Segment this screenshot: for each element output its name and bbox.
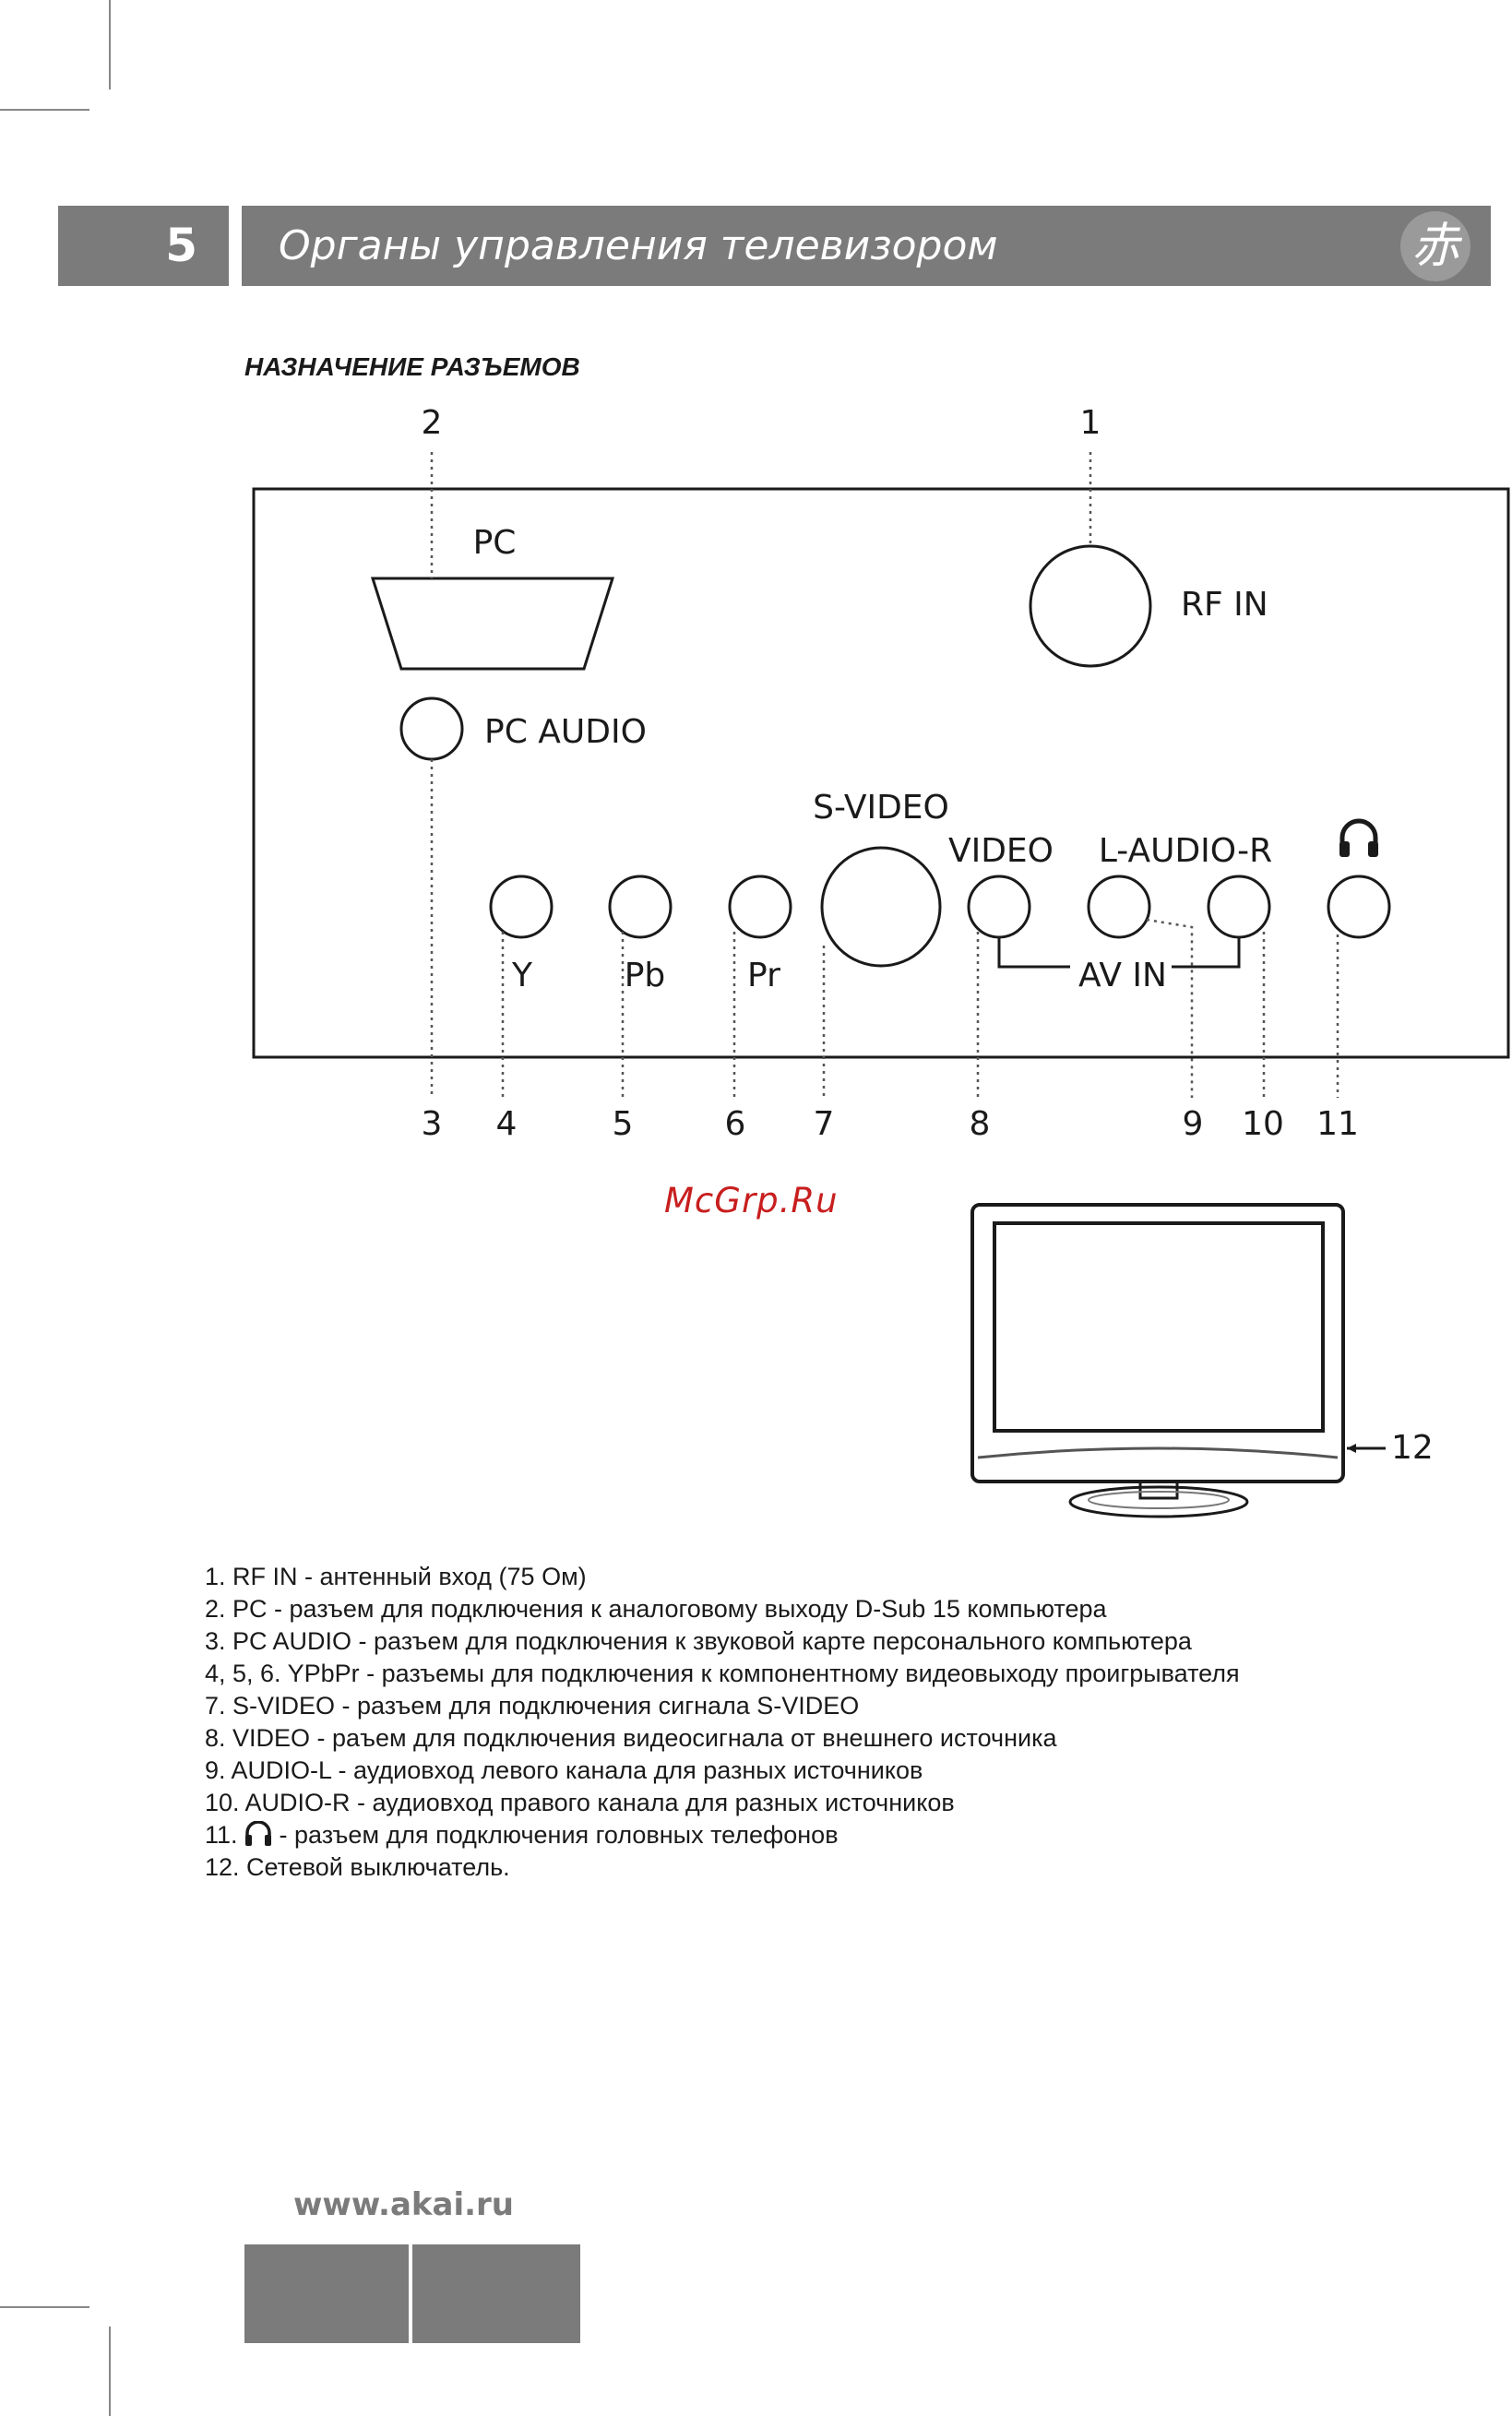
av-in-label: AV IN bbox=[1078, 957, 1167, 994]
headphone-port bbox=[1327, 875, 1391, 939]
tv-stand bbox=[1068, 1485, 1249, 1518]
tv-screen bbox=[993, 1221, 1325, 1433]
rf-in-port bbox=[1029, 544, 1152, 668]
y-label: Y bbox=[511, 957, 533, 994]
pc-audio-port bbox=[399, 696, 464, 761]
callout-7: 7 bbox=[814, 1105, 835, 1143]
l-audio-r-label: L-AUDIO-R bbox=[1099, 832, 1272, 870]
page-title: Органы управления телевизором bbox=[279, 222, 998, 269]
tv-frame bbox=[970, 1203, 1345, 1483]
callout-12: 12 bbox=[1391, 1429, 1434, 1467]
website-link[interactable]: www.akai.ru bbox=[293, 2186, 515, 2223]
legend-item-11-prefix: 11. bbox=[205, 1821, 238, 1849]
av-in-bracket-left bbox=[997, 937, 1070, 969]
audio-r-port bbox=[1207, 875, 1271, 939]
crop-mark bbox=[109, 0, 111, 89]
callout-8: 8 bbox=[970, 1105, 991, 1143]
legend-item: 3. PC AUDIO - разъем для подключения к з… bbox=[205, 1627, 1192, 1655]
footer-block bbox=[244, 2244, 409, 2343]
section-title: НАЗНАЧЕНИЕ РАЗЪЕМОВ bbox=[244, 352, 580, 381]
pr-port bbox=[728, 875, 792, 939]
page-number: 5 bbox=[58, 206, 229, 286]
pb-label: Pb bbox=[625, 957, 666, 994]
headphone-icon bbox=[1339, 818, 1378, 857]
callout-9: 9 bbox=[1183, 1105, 1204, 1143]
y-port bbox=[489, 875, 554, 939]
pb-port bbox=[608, 875, 673, 939]
legend-item: 1. RF IN - антенный вход (75 Ом) bbox=[205, 1563, 587, 1590]
legend-item: 8. VIDEO - раъем для подключения видеоси… bbox=[205, 1724, 1057, 1752]
legend-item: 10. AUDIO-R - аудиовход правого канала д… bbox=[205, 1789, 955, 1816]
legend-item-11-text: - разъем для подключения головных телефо… bbox=[272, 1821, 839, 1849]
watermark: McGrp.Ru bbox=[664, 1181, 839, 1220]
s-video-port bbox=[820, 846, 942, 968]
rf-in-label: RF IN bbox=[1181, 586, 1268, 624]
tv-neck bbox=[1138, 1480, 1179, 1500]
callout-10: 10 bbox=[1242, 1105, 1284, 1143]
footer-block bbox=[412, 2244, 580, 2343]
pr-label: Pr bbox=[747, 957, 780, 994]
crop-mark bbox=[0, 2306, 89, 2308]
legend-item: 2. PC - разъем для подключения к аналого… bbox=[205, 1595, 1107, 1623]
audio-l-port bbox=[1087, 875, 1151, 939]
connector-panel-diagram: PC RF IN PC AUDIO Y Pb Pr S-VIDEO VIDEO … bbox=[252, 404, 1510, 1143]
pc-audio-label: PC AUDIO bbox=[484, 713, 647, 751]
callout-4: 4 bbox=[496, 1105, 518, 1143]
video-label: VIDEO bbox=[948, 832, 1054, 870]
callout-5: 5 bbox=[613, 1105, 634, 1143]
av-in-bracket-right bbox=[1172, 937, 1241, 969]
tv-illustration: 12 bbox=[970, 1203, 1434, 1518]
page-title-bar: Органы управления телевизором 赤 bbox=[242, 206, 1491, 286]
callout-3: 3 bbox=[422, 1105, 443, 1143]
callout-1: 1 bbox=[1080, 404, 1101, 442]
legend-item: 12. Сетевой выключатель. bbox=[205, 1853, 510, 1881]
brand-logo: 赤 bbox=[1400, 211, 1470, 281]
callout-2: 2 bbox=[422, 404, 443, 442]
legend-item: 9. AUDIO-L - аудиовход левого канала для… bbox=[205, 1756, 923, 1784]
panel-outline bbox=[252, 487, 1510, 1059]
headphone-icon bbox=[245, 1821, 272, 1846]
callout-11: 11 bbox=[1316, 1105, 1359, 1143]
pc-label: PC bbox=[473, 524, 517, 562]
legend-item: 4, 5, 6. YPbPr - разъемы для подключения… bbox=[205, 1660, 1240, 1687]
video-port bbox=[967, 875, 1031, 939]
legend-item-headphones: 11. - разъем для подключения головных те… bbox=[205, 1819, 1339, 1851]
callout-6: 6 bbox=[725, 1105, 746, 1143]
leader-lines bbox=[430, 452, 1339, 1098]
pc-dsub-port bbox=[370, 577, 615, 671]
connector-legend: 1. RF IN - антенный вход (75 Ом) 2. PC -… bbox=[205, 1561, 1339, 1884]
s-video-label: S-VIDEO bbox=[813, 789, 949, 827]
legend-item: 7. S-VIDEO - разъем для подключения сигн… bbox=[205, 1692, 860, 1720]
crop-mark bbox=[0, 109, 89, 111]
crop-mark bbox=[109, 2327, 111, 2416]
